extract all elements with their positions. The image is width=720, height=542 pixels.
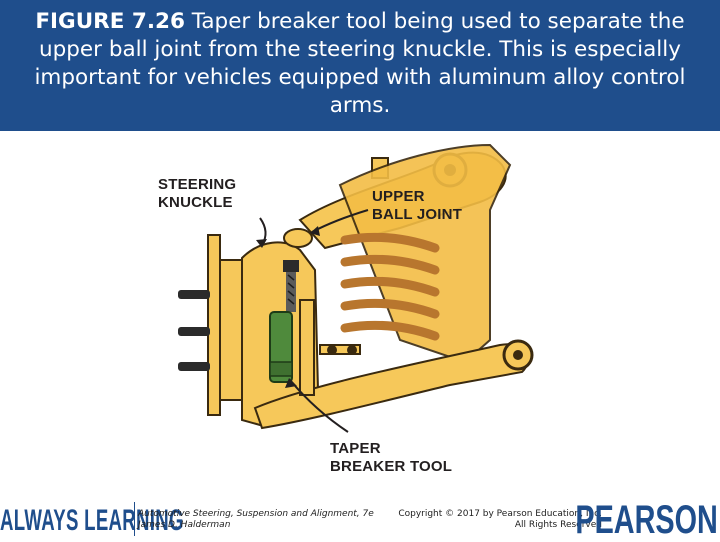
brake-rotor — [208, 235, 220, 415]
copyright-line-1: Copyright © 2017 by Pearson Education, I… — [398, 509, 602, 520]
book-title: Automotive Steering, Suspension and Alig… — [138, 509, 374, 520]
hub-face — [220, 260, 242, 400]
footer-bar: ALWAYS LEARNING Automotive Steering, Sus… — [0, 498, 720, 540]
upper-ball-joint — [284, 229, 312, 247]
callout-steering-knuckle: STEERING KNUCKLE — [158, 176, 236, 212]
book-author: James D. Halderman — [138, 520, 374, 531]
callout-upper-ball-joint: UPPER BALL JOINT — [372, 188, 462, 224]
figure-caption-header: FIGURE 7.26 Taper breaker tool being use… — [0, 0, 720, 131]
wheel-stud-3 — [178, 362, 210, 371]
figure-label: FIGURE 7.26 — [35, 9, 185, 34]
shock-absorber — [300, 300, 314, 395]
footer-divider — [134, 502, 135, 536]
wheel-stud-1 — [178, 290, 210, 299]
suspension-illustration: STEERING KNUCKLE UPPER BALL JOINT TAPER … — [150, 140, 570, 490]
copyright-line-2: All Rights Reserved — [398, 520, 602, 531]
wheel-stud-2 — [178, 327, 210, 336]
pearson-logo: PEARSON — [576, 500, 718, 540]
callout-taper-breaker-tool: TAPER BREAKER TOOL — [330, 440, 452, 476]
copyright-notice: Copyright © 2017 by Pearson Education, I… — [398, 509, 602, 531]
book-credit: Automotive Steering, Suspension and Alig… — [138, 509, 374, 531]
